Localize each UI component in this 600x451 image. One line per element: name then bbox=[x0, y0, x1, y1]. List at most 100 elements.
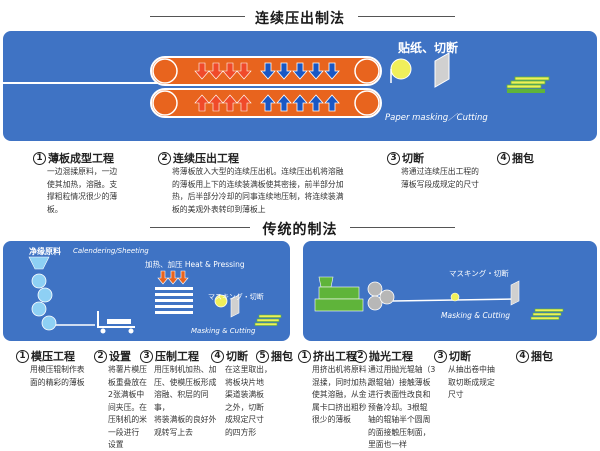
step-number: 2 bbox=[94, 349, 107, 363]
step-number: 3 bbox=[387, 151, 400, 165]
step-title: 连续压出工程 bbox=[173, 152, 239, 165]
cutter-blade bbox=[510, 280, 520, 306]
stack-pallet bbox=[507, 89, 545, 93]
step-number: 2 bbox=[354, 349, 367, 363]
step-description: 将薄板放入大型的连续压出机。连续压出机将溶融 的薄板用上下的连续装满板使其密接，… bbox=[172, 167, 344, 214]
heating-arrows-up bbox=[194, 94, 252, 112]
step-description: 在这里取出， 将板块片地 渠道装满板 之外，切断 成规定尺寸 的四方形 bbox=[225, 365, 272, 437]
panel-anchor bbox=[43, 42, 44, 43]
masking-jp-label: マスキング・切断 bbox=[208, 293, 264, 301]
step-number: 4 bbox=[516, 349, 529, 363]
step-number: 2 bbox=[158, 151, 171, 165]
step-title: 模压工程 bbox=[31, 350, 75, 363]
step-number: 1 bbox=[33, 151, 46, 165]
lower-right-roller bbox=[354, 90, 380, 116]
step-description: 从抽出卷中抽 取切断成规定 尺寸 bbox=[448, 365, 495, 399]
step-title: 抛光工程 bbox=[369, 350, 413, 363]
product-stack bbox=[254, 314, 282, 326]
calender-press-illustration bbox=[28, 256, 282, 334]
extruder-barrel bbox=[318, 286, 360, 300]
extruder-base bbox=[314, 298, 364, 312]
cart-stack bbox=[107, 319, 131, 324]
masking-en-label: Masking & Cutting bbox=[441, 311, 511, 320]
header-rule-left bbox=[150, 16, 245, 17]
cart-frame bbox=[97, 311, 135, 328]
polishing-rolls bbox=[367, 281, 395, 311]
masking-paper-roll bbox=[214, 294, 228, 308]
step-number: 1 bbox=[298, 349, 311, 363]
continuous-process-panel: 贴纸、切断 Paper masking／Cutting bbox=[3, 31, 597, 141]
masking-jp-label: マスキング・切断 bbox=[449, 269, 509, 278]
calendering-label: Calendering/Sheeting bbox=[73, 247, 149, 255]
cut-label: 贴纸、切断 bbox=[398, 41, 459, 55]
upper-right-roller bbox=[354, 58, 380, 84]
step-number: 1 bbox=[16, 349, 29, 363]
step-title: 切断 bbox=[449, 350, 471, 363]
press-arrows bbox=[157, 270, 189, 285]
step-description: 通过用抛光辊轴（3 跟辊轴）接触薄板 进行表面性改良和 预备冷却。3根辊 轴的辊… bbox=[368, 365, 436, 449]
press-plates bbox=[155, 287, 193, 314]
lower-left-roller bbox=[152, 90, 178, 116]
raw-material-label: 净缘原料 bbox=[29, 247, 61, 256]
extruder-hopper bbox=[318, 276, 334, 288]
step-number: 4 bbox=[497, 151, 510, 165]
heating-arrows-down bbox=[194, 62, 252, 80]
step-title: 设置 bbox=[109, 350, 131, 363]
continuous-process-illustration bbox=[3, 52, 550, 118]
step-description: 将薯片模压 板重叠放在 2张满板中 间夹压。在 压制机的米 一段进行 设置 bbox=[108, 365, 147, 449]
step-description: 用模压辊制作表 面的精彩的薄板 bbox=[30, 365, 85, 387]
masking-paper-roll bbox=[450, 292, 460, 302]
step-title: 捆包 bbox=[531, 350, 553, 363]
product-stack bbox=[530, 308, 564, 320]
header-rule-right bbox=[358, 16, 455, 17]
traditional-section-header: 传统的制法 bbox=[0, 218, 600, 238]
step-number: 5 bbox=[256, 349, 269, 363]
cutter-blade bbox=[434, 52, 450, 88]
cart-wheel bbox=[128, 328, 134, 334]
step-title: 捆包 bbox=[271, 350, 293, 363]
step-title: 挤出工程 bbox=[313, 350, 357, 363]
step-title: 切断 bbox=[402, 152, 424, 165]
cooling-arrows-up bbox=[260, 94, 340, 112]
cutter-blade bbox=[230, 294, 240, 318]
step-title: 捆包 bbox=[512, 152, 534, 165]
step-number: 3 bbox=[434, 349, 447, 363]
continuous-section-title: 连续压出制法 bbox=[255, 11, 345, 27]
cooling-arrows-down bbox=[260, 62, 340, 80]
step-description: 将通过连续压出工程的 薄板写段成规定的尺寸 bbox=[401, 167, 479, 189]
cart-wheel bbox=[100, 328, 106, 334]
masking-en-label: Masking & Cutting bbox=[191, 327, 256, 335]
step-title: 薄板成型工程 bbox=[48, 152, 114, 165]
masking-paper-roll bbox=[390, 58, 412, 80]
step-description: 用压制机加热、加 压、使模压板形成 溶融、积层的同事， 将装满板的良好外 观转写… bbox=[154, 365, 217, 437]
header-rule-left bbox=[150, 227, 250, 228]
upper-left-roller bbox=[152, 58, 178, 84]
heat-pressing-label: 加热、加压 Heat & Pressing bbox=[145, 260, 245, 269]
raw-material-hopper bbox=[28, 256, 50, 270]
calender-rolls bbox=[31, 273, 57, 331]
product-stack bbox=[506, 76, 550, 89]
step-number: 4 bbox=[211, 349, 224, 363]
step-description: 用挤出机将原料 混揉，同时加热， 使其溶融，从金 属卡口挤出粗秒 很少的薄板 bbox=[312, 365, 375, 424]
extrusion-illustration bbox=[314, 276, 564, 320]
step-title: 压制工程 bbox=[155, 350, 199, 363]
step-title: 切断 bbox=[226, 350, 248, 363]
paper-masking-label: Paper masking／Cutting bbox=[385, 113, 488, 123]
traditional-section-title: 传统的制法 bbox=[262, 222, 338, 238]
step-number: 3 bbox=[140, 349, 153, 363]
extrusion-panel: マスキング・切断 Masking & Cutting bbox=[303, 241, 597, 341]
step-description: 一边混揉原料，一边 使其加热，溶融。支 撑粗粒情况很少的薄 板。 bbox=[47, 167, 118, 214]
